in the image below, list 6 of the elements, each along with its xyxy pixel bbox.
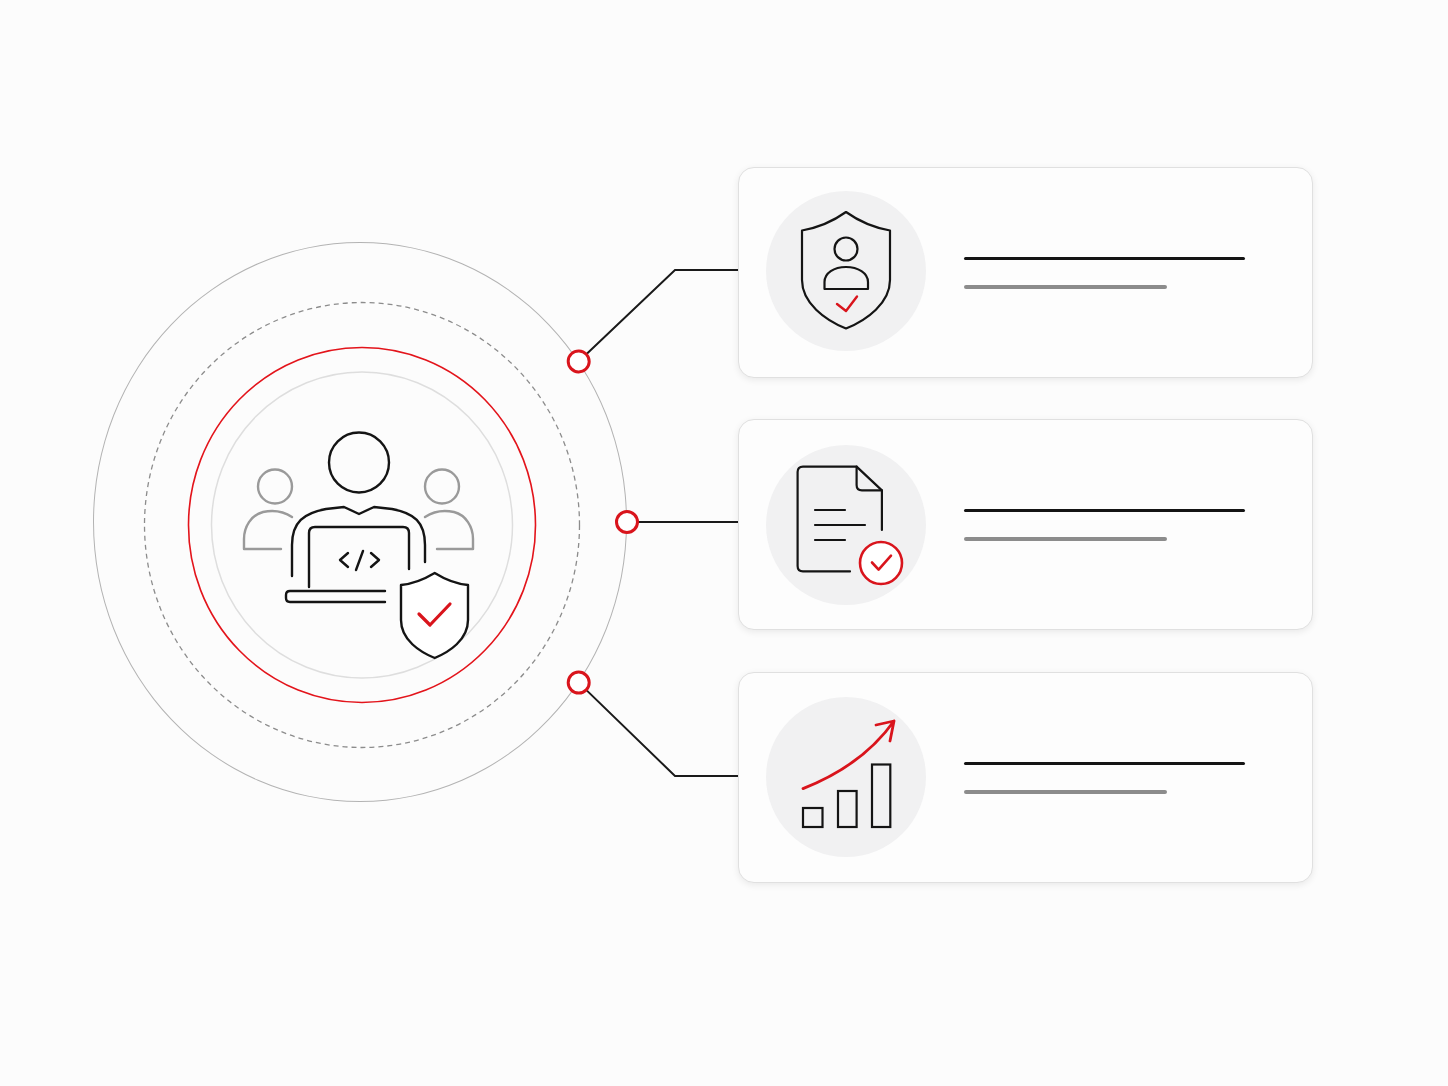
connector-line <box>566 670 739 777</box>
card <box>738 672 1313 883</box>
card <box>738 419 1313 630</box>
connector-line <box>615 510 739 534</box>
connector-line <box>566 269 739 374</box>
card <box>738 167 1313 378</box>
